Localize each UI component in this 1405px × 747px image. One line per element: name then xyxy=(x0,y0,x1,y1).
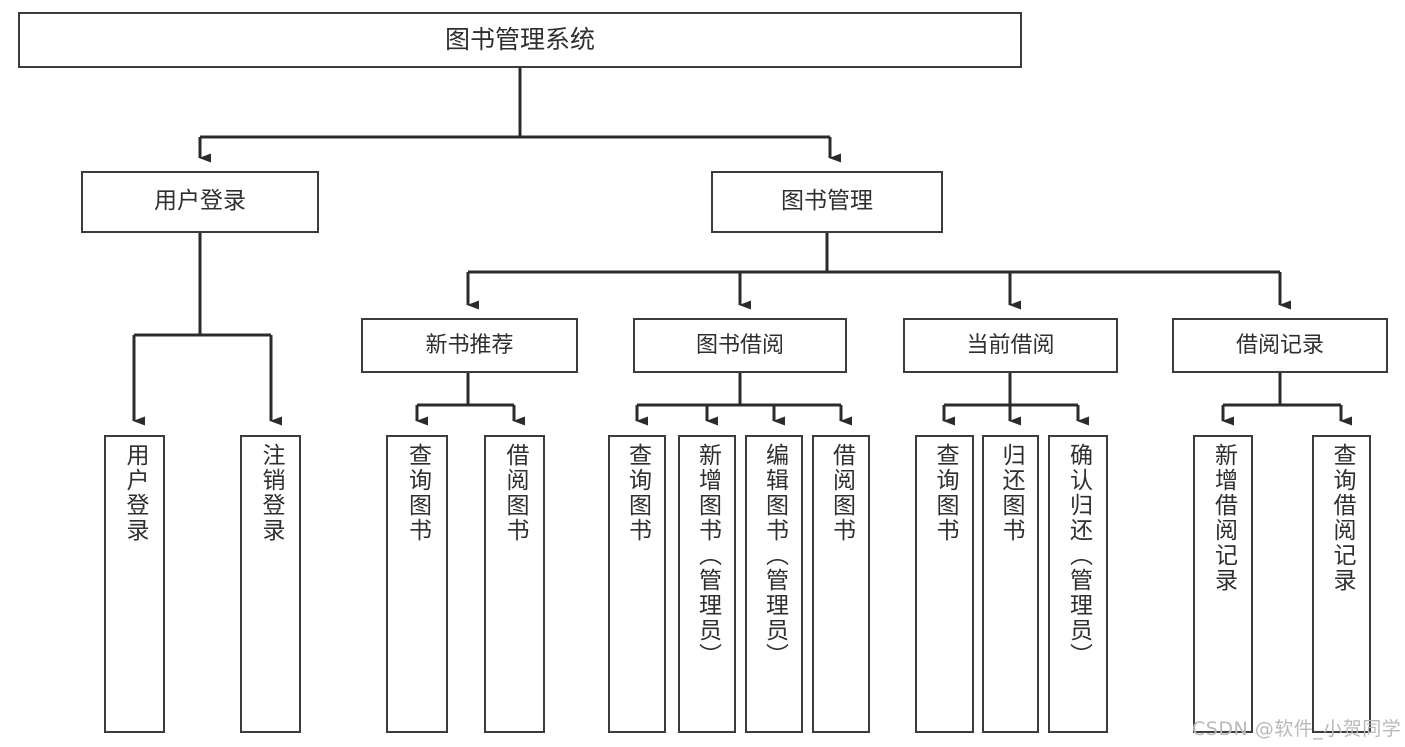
node-leaf-query-book-a-label: 查询图书 xyxy=(404,443,431,543)
node-leaf-borrow-book-a-label: 借阅图书 xyxy=(502,443,528,543)
node-leaf-query-book-b[interactable]: 查询图书 xyxy=(608,435,666,733)
node-book-manage-label: 图书管理 xyxy=(781,188,873,215)
node-user-login[interactable]: 用户登录 xyxy=(81,171,319,233)
node-current-borrow-label: 当前借阅 xyxy=(966,332,1055,358)
node-leaf-add-book[interactable]: 新增图书（管理员） xyxy=(678,435,736,733)
csdn-watermark: CSDN @软件_小贺同学 xyxy=(1192,718,1402,740)
edge-group-new-book-rec xyxy=(415,373,525,426)
node-current-borrow[interactable]: 当前借阅 xyxy=(903,318,1118,373)
node-leaf-confirm-return-label: 确认归还（管理员） xyxy=(1065,443,1092,668)
node-user-login-label: 用户登录 xyxy=(154,188,246,215)
node-leaf-confirm-return[interactable]: 确认归还（管理员） xyxy=(1048,435,1108,733)
node-root[interactable]: 图书管理系统 xyxy=(18,12,1022,68)
node-leaf-borrow-book-a[interactable]: 借阅图书 xyxy=(484,435,545,733)
node-book-manage[interactable]: 图书管理 xyxy=(711,171,943,233)
node-leaf-user-login-label: 用户登录 xyxy=(122,443,148,543)
node-leaf-query-record[interactable]: 查询借阅记录 xyxy=(1312,435,1371,733)
node-new-book-rec[interactable]: 新书推荐 xyxy=(361,318,578,373)
edge-group-current-borrow xyxy=(942,373,1089,426)
node-new-book-rec-label: 新书推荐 xyxy=(425,332,514,358)
edge-group-book-manage xyxy=(466,233,1291,310)
node-book-borrow-label: 图书借阅 xyxy=(695,332,784,358)
edge-group-borrow-record xyxy=(1221,373,1352,426)
node-leaf-query-book-c-label: 查询图书 xyxy=(932,443,958,543)
edge-group-root xyxy=(198,68,841,163)
node-borrow-record[interactable]: 借阅记录 xyxy=(1172,318,1388,373)
node-root-label: 图书管理系统 xyxy=(444,25,595,55)
node-leaf-query-record-label: 查询借阅记录 xyxy=(1329,443,1355,593)
node-leaf-return-book-label: 归还图书 xyxy=(998,443,1024,543)
edge-group-book-borrow xyxy=(635,373,852,426)
node-leaf-borrow-book-b-label: 借阅图书 xyxy=(828,443,855,543)
node-leaf-add-record[interactable]: 新增借阅记录 xyxy=(1193,435,1253,733)
node-leaf-borrow-book-b[interactable]: 借阅图书 xyxy=(812,435,870,733)
node-leaf-query-book-a[interactable]: 查询图书 xyxy=(386,435,448,733)
node-leaf-user-login[interactable]: 用户登录 xyxy=(104,435,165,733)
node-leaf-add-record-label: 新增借阅记录 xyxy=(1210,443,1237,593)
node-leaf-query-book-c[interactable]: 查询图书 xyxy=(915,435,974,733)
node-leaf-add-book-label: 新增图书（管理员） xyxy=(694,443,721,668)
node-book-borrow[interactable]: 图书借阅 xyxy=(633,318,847,373)
node-leaf-edit-book[interactable]: 编辑图书（管理员） xyxy=(745,435,803,733)
node-leaf-return-book[interactable]: 归还图书 xyxy=(982,435,1039,733)
edge-group-user-login xyxy=(132,233,282,426)
node-leaf-logout-label: 注销登录 xyxy=(258,443,284,543)
node-borrow-record-label: 借阅记录 xyxy=(1235,332,1324,358)
node-leaf-edit-book-label: 编辑图书（管理员） xyxy=(761,443,788,668)
node-leaf-logout[interactable]: 注销登录 xyxy=(240,435,301,733)
node-leaf-query-book-b-label: 查询图书 xyxy=(624,443,651,543)
